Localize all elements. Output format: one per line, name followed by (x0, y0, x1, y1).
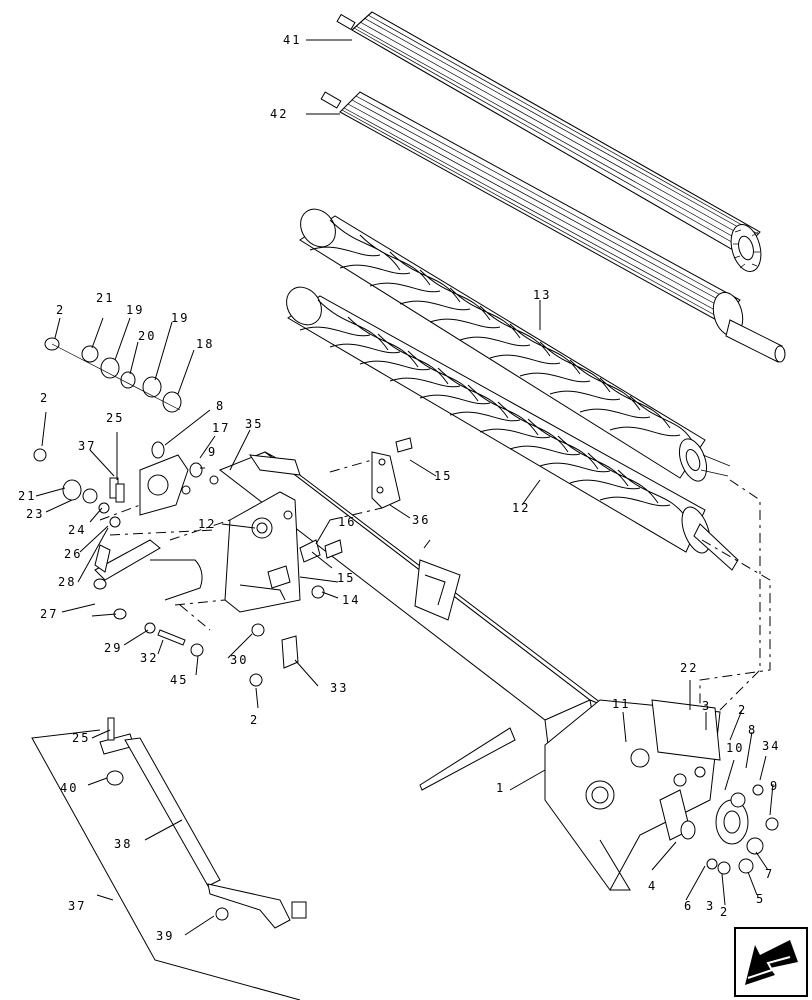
leader-lines (35, 39, 774, 936)
next-page-arrow-icon (745, 940, 798, 985)
callout-12: 12 (512, 501, 530, 515)
callout-19: 19 (126, 303, 144, 317)
callout-3: 3 (702, 699, 711, 713)
callout-20: 20 (138, 329, 156, 343)
callout-29: 29 (104, 641, 122, 655)
callout-32: 32 (140, 651, 158, 665)
callout-10: 10 (726, 741, 744, 755)
callout-37: 37 (68, 899, 86, 913)
spiral-roll-12 (286, 286, 739, 571)
callout-18: 18 (196, 337, 214, 351)
callout-13: 13 (533, 288, 551, 302)
callout-28: 28 (58, 575, 76, 589)
callout-8: 8 (748, 723, 757, 737)
frame-beam-1 (218, 451, 606, 791)
callout-2: 2 (40, 391, 49, 405)
callout-25: 25 (72, 731, 90, 745)
callout-33: 33 (330, 681, 348, 695)
callout-34: 34 (762, 739, 780, 753)
callout-27: 27 (40, 607, 58, 621)
callout-2: 2 (250, 713, 259, 727)
callout-23: 23 (26, 507, 44, 521)
callout-1: 1 (496, 781, 505, 795)
right-gearbox-housing (544, 479, 779, 891)
callout-7: 7 (765, 867, 774, 881)
callout-labels: 41 42 13 12 2 21 19 20 19 18 2 25 8 35 3… (18, 33, 780, 943)
spiral-roll-13 (299, 208, 731, 482)
callout-2: 2 (56, 303, 65, 317)
callout-2: 2 (738, 703, 747, 717)
callout-22: 22 (680, 661, 698, 675)
callout-21: 21 (18, 489, 36, 503)
callout-3: 3 (706, 899, 715, 913)
callout-45: 45 (170, 673, 188, 687)
callout-30: 30 (230, 653, 248, 667)
callout-17: 17 (212, 421, 230, 435)
callout-39: 39 (156, 929, 174, 943)
lever-assembly-37 (31, 717, 307, 1000)
callout-24: 24 (68, 523, 86, 537)
callout-8: 8 (216, 399, 225, 413)
callout-15: 15 (434, 469, 452, 483)
callout-36: 36 (412, 513, 430, 527)
callout-11: 11 (612, 697, 630, 711)
callout-9: 9 (770, 779, 779, 793)
callout-21: 21 (96, 291, 114, 305)
callout-41: 41 (283, 33, 301, 47)
callout-2: 2 (720, 905, 729, 919)
callout-15: 15 (337, 571, 355, 585)
callout-38: 38 (114, 837, 132, 851)
callout-5: 5 (756, 892, 765, 906)
callout-40: 40 (60, 781, 78, 795)
fluted-roll-42 (320, 91, 786, 363)
callout-19: 19 (171, 311, 189, 325)
callout-16: 16 (338, 515, 356, 529)
callout-14: 14 (342, 593, 360, 607)
callout-25: 25 (106, 411, 124, 425)
callout-42: 42 (270, 107, 288, 121)
callout-6: 6 (684, 899, 693, 913)
callout-35: 35 (245, 417, 263, 431)
callout-26: 26 (64, 547, 82, 561)
next-page-button[interactable] (734, 927, 808, 997)
callout-9: 9 (208, 445, 217, 459)
callout-12: 12 (198, 517, 216, 531)
callout-4: 4 (648, 879, 657, 893)
bracket-36 (329, 437, 413, 521)
callout-37: 37 (78, 439, 96, 453)
fluted-roll-41 (336, 11, 762, 272)
